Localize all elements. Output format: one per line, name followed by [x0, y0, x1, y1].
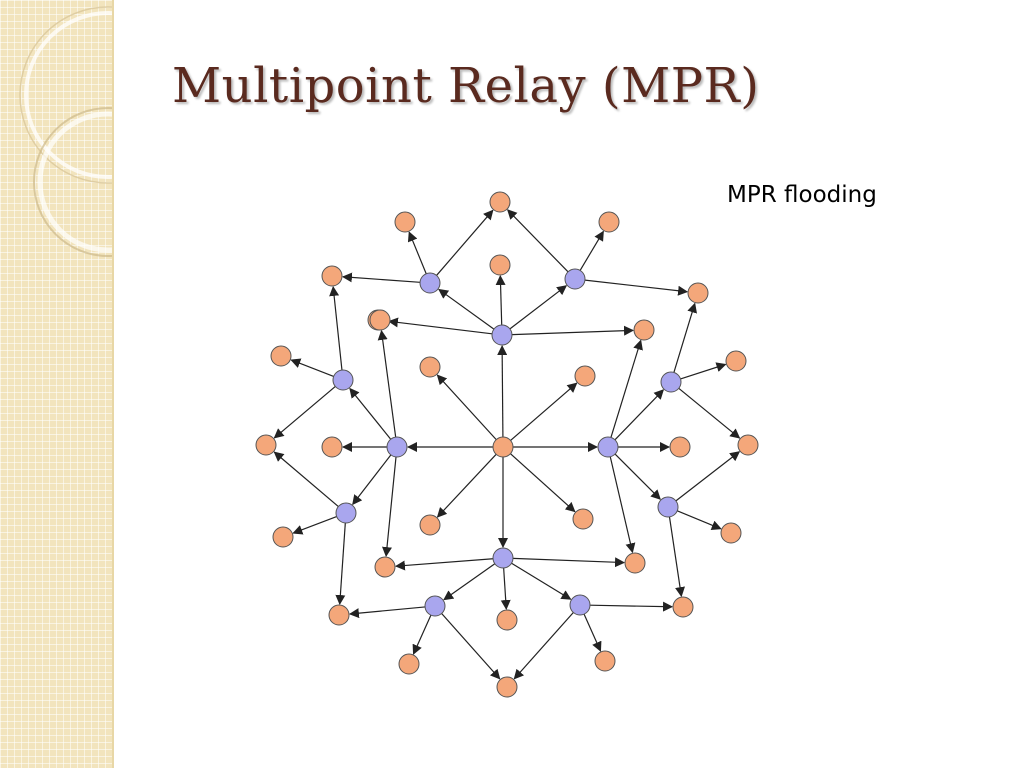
edge-R_lr2-to-n_lr_b	[668, 516, 685, 598]
relay-node-R_lr2	[657, 496, 679, 518]
edge-R_ll2-to-n_ll_a	[335, 522, 346, 606]
edge-R_ur-to-n_apex_top	[506, 209, 569, 273]
edge-R_ur-to-n_ur_a	[579, 230, 604, 271]
edge-R_lr-to-n_apex_bot	[513, 612, 574, 680]
neighbor-node-n_ur_a	[598, 211, 620, 233]
edge-R_top-to-n_top_right	[511, 325, 635, 336]
edge-R_ul2-to-n_apex_left	[273, 385, 336, 439]
relay-node-R_right	[597, 436, 619, 458]
neighbor-node-n_apex_bot	[496, 676, 518, 698]
ring-decoration	[19, 6, 112, 257]
neighbor-node-n_r2_b	[720, 522, 742, 544]
neighbor-node-n_r2_a	[725, 350, 747, 372]
edge-R_left-to-R_ll2	[352, 454, 392, 506]
neighbor-node-n_l2_a	[270, 345, 292, 367]
neighbor-node-n_ll_a	[328, 604, 350, 626]
neighbor-node-n_top_right	[633, 319, 655, 341]
edge-R_ul2-to-n_ul_a	[329, 285, 343, 371]
decorative-side-strip	[0, 0, 114, 768]
edge-R_ll2-to-n_l2_b	[292, 515, 337, 535]
edge-R_bottom-to-n_bot_left	[394, 558, 494, 571]
edge-C-to-R_top	[497, 344, 508, 438]
edge-R_ul-to-n_ul_b	[407, 231, 427, 274]
edge-R_ul-to-n_ul_a	[341, 272, 421, 283]
neighbor-node-n_ul_b	[394, 211, 416, 233]
edge-R_top-to-R_ul	[438, 288, 495, 330]
edge-C-to-n_ur_inner	[510, 382, 578, 441]
edge-R_top-to-n_top_up	[495, 274, 506, 326]
edge-R_ul-to-n_apex_top	[436, 209, 494, 276]
relay-node-R_ul2	[332, 369, 354, 391]
neighbor-node-n_lr_b	[672, 596, 694, 618]
edge-R_ur2-to-n_apex_right	[678, 387, 741, 439]
relay-node-R_bottom	[492, 547, 514, 569]
edge-R_bottom-to-R_lr	[511, 562, 572, 600]
edge-R_ll-to-n_ll_a	[348, 606, 426, 619]
neighbor-node-n_ll_inner	[419, 514, 441, 536]
neighbor-node-n_left_up	[369, 309, 391, 331]
edge-R_top-to-R_ur	[509, 285, 568, 330]
relay-node-R_ur	[564, 268, 586, 290]
edge-R_bottom-to-n_bot_right	[512, 557, 626, 568]
neighbor-node-n_l2_b	[272, 526, 294, 548]
neighbor-node-n_lr_inner	[572, 508, 594, 530]
neighbor-node-n_ll_b	[398, 653, 420, 675]
edge-R_left-to-n_left_up	[377, 329, 397, 438]
edge-R_ll-to-n_apex_bot	[441, 613, 501, 680]
edge-C-to-n_ul_inner	[436, 374, 497, 441]
relay-node-R_ll2	[335, 502, 357, 524]
edge-R_ll2-to-n_apex_left	[273, 451, 339, 507]
relay-node-R_lr	[569, 594, 591, 616]
edges-layer	[273, 209, 741, 680]
neighbor-node-n_ur_inner	[574, 365, 596, 387]
source-node-C	[492, 436, 514, 458]
neighbor-node-n_apex_left	[255, 434, 277, 456]
edge-R_bottom-to-n_bot_down	[500, 567, 511, 611]
relay-node-R_top	[491, 324, 513, 346]
neighbor-node-n_ur_b	[687, 282, 709, 304]
edge-R_bottom-to-R_ll	[443, 563, 496, 601]
neighbor-node-n_bot_left	[374, 556, 396, 578]
edge-R_left-to-R_ul2	[349, 387, 392, 440]
edge-R_ll-to-n_ll_b	[412, 614, 432, 655]
nodes-layer	[255, 191, 759, 698]
relay-node-R_ur2	[660, 371, 682, 393]
edge-R_ur2-to-n_r2_a	[680, 362, 727, 380]
edge-R_lr-to-n_lr_b	[589, 601, 674, 612]
neighbor-node-n_bot_right	[624, 552, 646, 574]
edge-R_ul2-to-n_l2_a	[290, 358, 334, 377]
diagram-label: MPR flooding	[727, 182, 877, 208]
edge-R_right-to-R_lr2	[614, 453, 661, 500]
neighbor-node-n_lr_a	[594, 650, 616, 672]
edge-R_ur2-to-n_ur_b	[673, 302, 697, 373]
neighbor-node-n_ul_inner	[419, 356, 441, 378]
edge-R_lr-to-n_lr_a	[583, 613, 602, 652]
relay-node-R_left	[386, 436, 408, 458]
relay-node-R_ul	[419, 272, 441, 294]
edge-C-to-n_ll_inner	[436, 453, 497, 518]
edge-R_lr2-to-n_apex_right	[675, 451, 741, 502]
edge-R_right-to-n_right_up	[610, 339, 643, 438]
slide-title: Multipoint Relay (MPR)	[172, 58, 760, 114]
relay-node-R_ll	[424, 595, 446, 617]
neighbor-node-n_apex_top	[489, 191, 511, 213]
neighbor-node-n_top_up	[489, 254, 511, 276]
edge-R_right-to-R_ur2	[614, 389, 665, 441]
edge-R_top-to-n_top_left	[387, 317, 493, 335]
edge-C-to-n_lr_inner	[510, 453, 576, 513]
neighbor-node-n_bot_down	[496, 609, 518, 631]
edge-R_left-to-n_left_down	[382, 456, 397, 558]
edge-R_ur-to-n_ur_b	[584, 279, 689, 296]
edge-R_right-to-n_right_down	[609, 456, 636, 554]
neighbor-node-n_ul_a	[321, 265, 343, 287]
neighbor-node-n_right_left	[669, 436, 691, 458]
neighbor-node-n_left_right	[321, 436, 343, 458]
edge-R_lr2-to-n_r2_b	[677, 510, 722, 530]
neighbor-node-n_apex_right	[737, 434, 759, 456]
